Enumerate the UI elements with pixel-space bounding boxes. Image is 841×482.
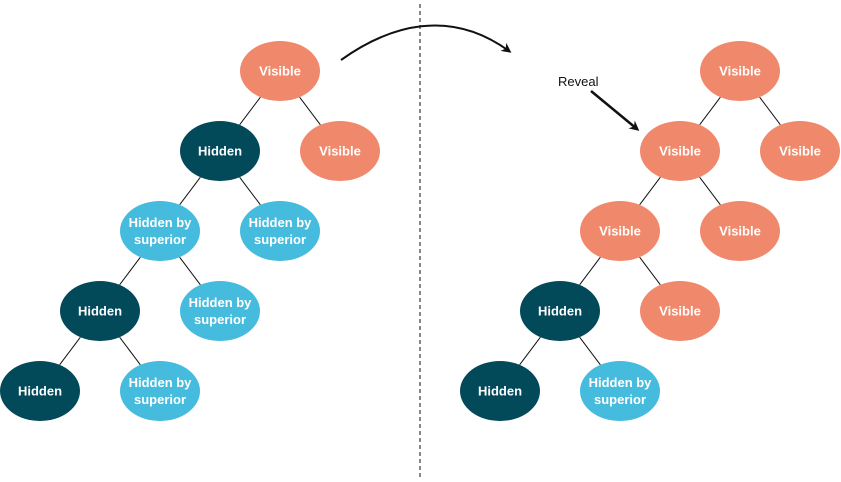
transition-arrow (340, 24, 512, 61)
node-label: superior (134, 392, 186, 407)
before-node-l4: Hidden (0, 361, 80, 421)
after-node-l3: Hidden (520, 281, 600, 341)
before-edge-root-r1 (299, 96, 321, 126)
node-shape-hidden-by-superior (580, 361, 660, 421)
before-edge-root-l1 (239, 96, 261, 126)
before-edge-l1-l2 (179, 176, 201, 206)
before-edge-l2-l3 (119, 256, 141, 286)
node-shape-visible (640, 121, 720, 181)
node-shape-visible (240, 41, 320, 101)
node-shape-hidden (0, 361, 80, 421)
after-edge-l3-r4 (579, 336, 601, 366)
after-edge-l2-l3 (579, 256, 601, 286)
node-shape-visible (580, 201, 660, 261)
node-shape-visible (300, 121, 380, 181)
before-edge-l1-r2 (239, 176, 261, 206)
after-edge-l1-r2 (699, 176, 721, 206)
after-node-r3: Visible (640, 281, 720, 341)
node-label: Visible (719, 64, 761, 79)
after-edge-root-r1 (759, 96, 781, 126)
node-label: Hidden (538, 304, 582, 319)
after-node-r1: Visible (760, 121, 840, 181)
after-node-l1: Visible (640, 121, 720, 181)
node-label: Hidden by (589, 375, 653, 390)
node-label: Hidden by (129, 215, 193, 230)
reveal-label: Reveal (558, 74, 599, 89)
after-edge-l1-l2 (639, 176, 661, 206)
node-label: Visible (719, 224, 761, 239)
before-node-l1: Hidden (180, 121, 260, 181)
node-label: superior (134, 232, 186, 247)
before-edge-l2-r3 (179, 256, 201, 286)
node-label: Hidden by (129, 375, 193, 390)
node-label: Hidden (478, 384, 522, 399)
after-edge-l3-l4 (519, 336, 541, 366)
before-edge-l3-r4 (119, 336, 141, 366)
after-node-l2: Visible (580, 201, 660, 261)
before-node-r3: Hidden by superior (180, 281, 260, 341)
node-label: Hidden (198, 144, 242, 159)
node-shape-hidden-by-superior (240, 201, 320, 261)
node-label: Hidden by (189, 295, 253, 310)
node-shape-hidden (460, 361, 540, 421)
node-shape-hidden (180, 121, 260, 181)
before-node-l2: Hidden by superior (120, 201, 200, 261)
node-shape-hidden (520, 281, 600, 341)
node-label: superior (254, 232, 306, 247)
node-shape-hidden-by-superior (180, 281, 260, 341)
node-shape-visible (640, 281, 720, 341)
after-node-r2: Visible (700, 201, 780, 261)
node-label: Hidden (18, 384, 62, 399)
reveal-arrow (590, 90, 640, 131)
after-node-l4: Hidden (460, 361, 540, 421)
after-edge-root-l1 (699, 96, 721, 126)
node-label: Visible (319, 144, 361, 159)
edges-layer (59, 96, 781, 366)
before-edge-l3-l4 (59, 336, 81, 366)
before-node-r1: Visible (300, 121, 380, 181)
after-node-r4: Hidden by superior (580, 361, 660, 421)
before-node-root: Visible (240, 41, 320, 101)
node-label: Visible (599, 224, 641, 239)
before-node-r2: Hidden by superior (240, 201, 320, 261)
node-shape-visible (700, 41, 780, 101)
node-shape-hidden-by-superior (120, 201, 200, 261)
node-label: Visible (259, 64, 301, 79)
node-label: Hidden by (249, 215, 313, 230)
node-label: Visible (659, 304, 701, 319)
after-edge-l2-r3 (639, 256, 661, 286)
before-node-r4: Hidden by superior (120, 361, 200, 421)
node-shape-hidden (60, 281, 140, 341)
before-node-l3: Hidden (60, 281, 140, 341)
node-shape-hidden-by-superior (120, 361, 200, 421)
after-node-root: Visible (700, 41, 780, 101)
node-shape-visible (760, 121, 840, 181)
node-shape-visible (700, 201, 780, 261)
node-label: Visible (659, 144, 701, 159)
node-label: Hidden (78, 304, 122, 319)
node-label: Visible (779, 144, 821, 159)
node-label: superior (194, 312, 246, 327)
node-label: superior (594, 392, 646, 407)
